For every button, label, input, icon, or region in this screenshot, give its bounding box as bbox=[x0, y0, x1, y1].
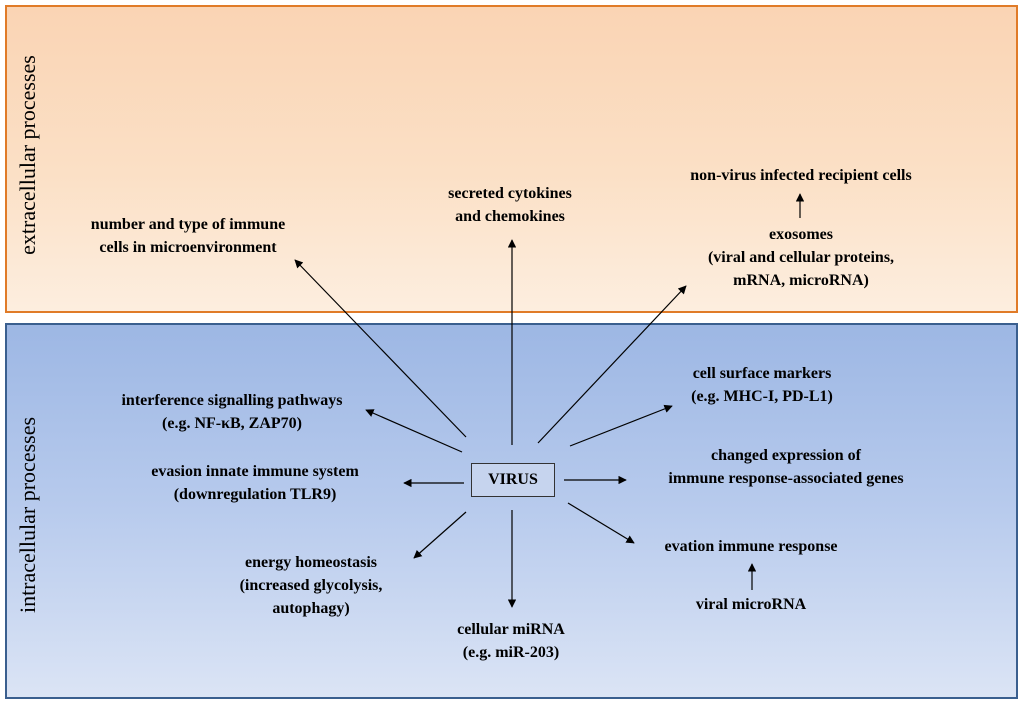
arrow-to-evation bbox=[567, 502, 635, 544]
node-cytokines: secreted cytokines and chemokines bbox=[448, 185, 572, 225]
node-mirna: cellular miRNA (e.g. miR-203) bbox=[457, 621, 565, 661]
virus-box: VIRUS bbox=[471, 463, 555, 497]
node-immune-cells: number and type of immune cells in micro… bbox=[90, 216, 286, 256]
node-gene-expression: changed expression of immune response-as… bbox=[668, 447, 904, 487]
arrow-to-exosomes bbox=[537, 285, 687, 444]
node-recipient-cells: non-virus infected recipient cells bbox=[690, 167, 912, 184]
node-viral-mirna: viral microRNA bbox=[695, 596, 807, 613]
arrow-to-immune-cells bbox=[294, 259, 467, 438]
node-signalling: interference signalling pathways (e.g. N… bbox=[121, 392, 343, 432]
node-exosomes: exosomes (viral and cellular proteins, m… bbox=[707, 226, 895, 289]
arrow-to-surface-markers bbox=[569, 404, 673, 447]
node-surface-markers: cell surface markers (e.g. MHC-I, PD-L1) bbox=[691, 365, 833, 405]
node-innate: evasion innate immune system (downregula… bbox=[151, 463, 359, 503]
arrow-to-signalling bbox=[365, 409, 463, 453]
node-evation: evation immune response bbox=[664, 538, 838, 555]
node-energy: energy homeostasis (increased glycolysis… bbox=[239, 554, 383, 617]
arrow-to-energy bbox=[413, 511, 467, 559]
